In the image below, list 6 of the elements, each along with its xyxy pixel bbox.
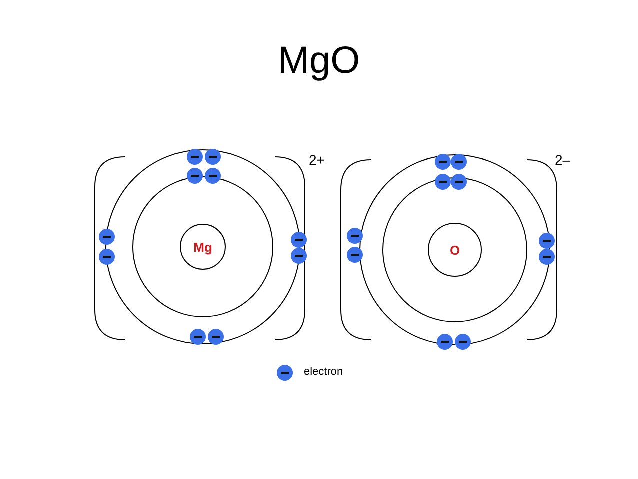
nucleus-circle: O [428,223,482,277]
title: MgO [276,40,362,83]
legend-label: electron [304,366,344,378]
charge-label: 2+ [309,152,325,168]
nucleus-circle: Mg [180,224,226,270]
charge-label: 2– [555,152,571,168]
